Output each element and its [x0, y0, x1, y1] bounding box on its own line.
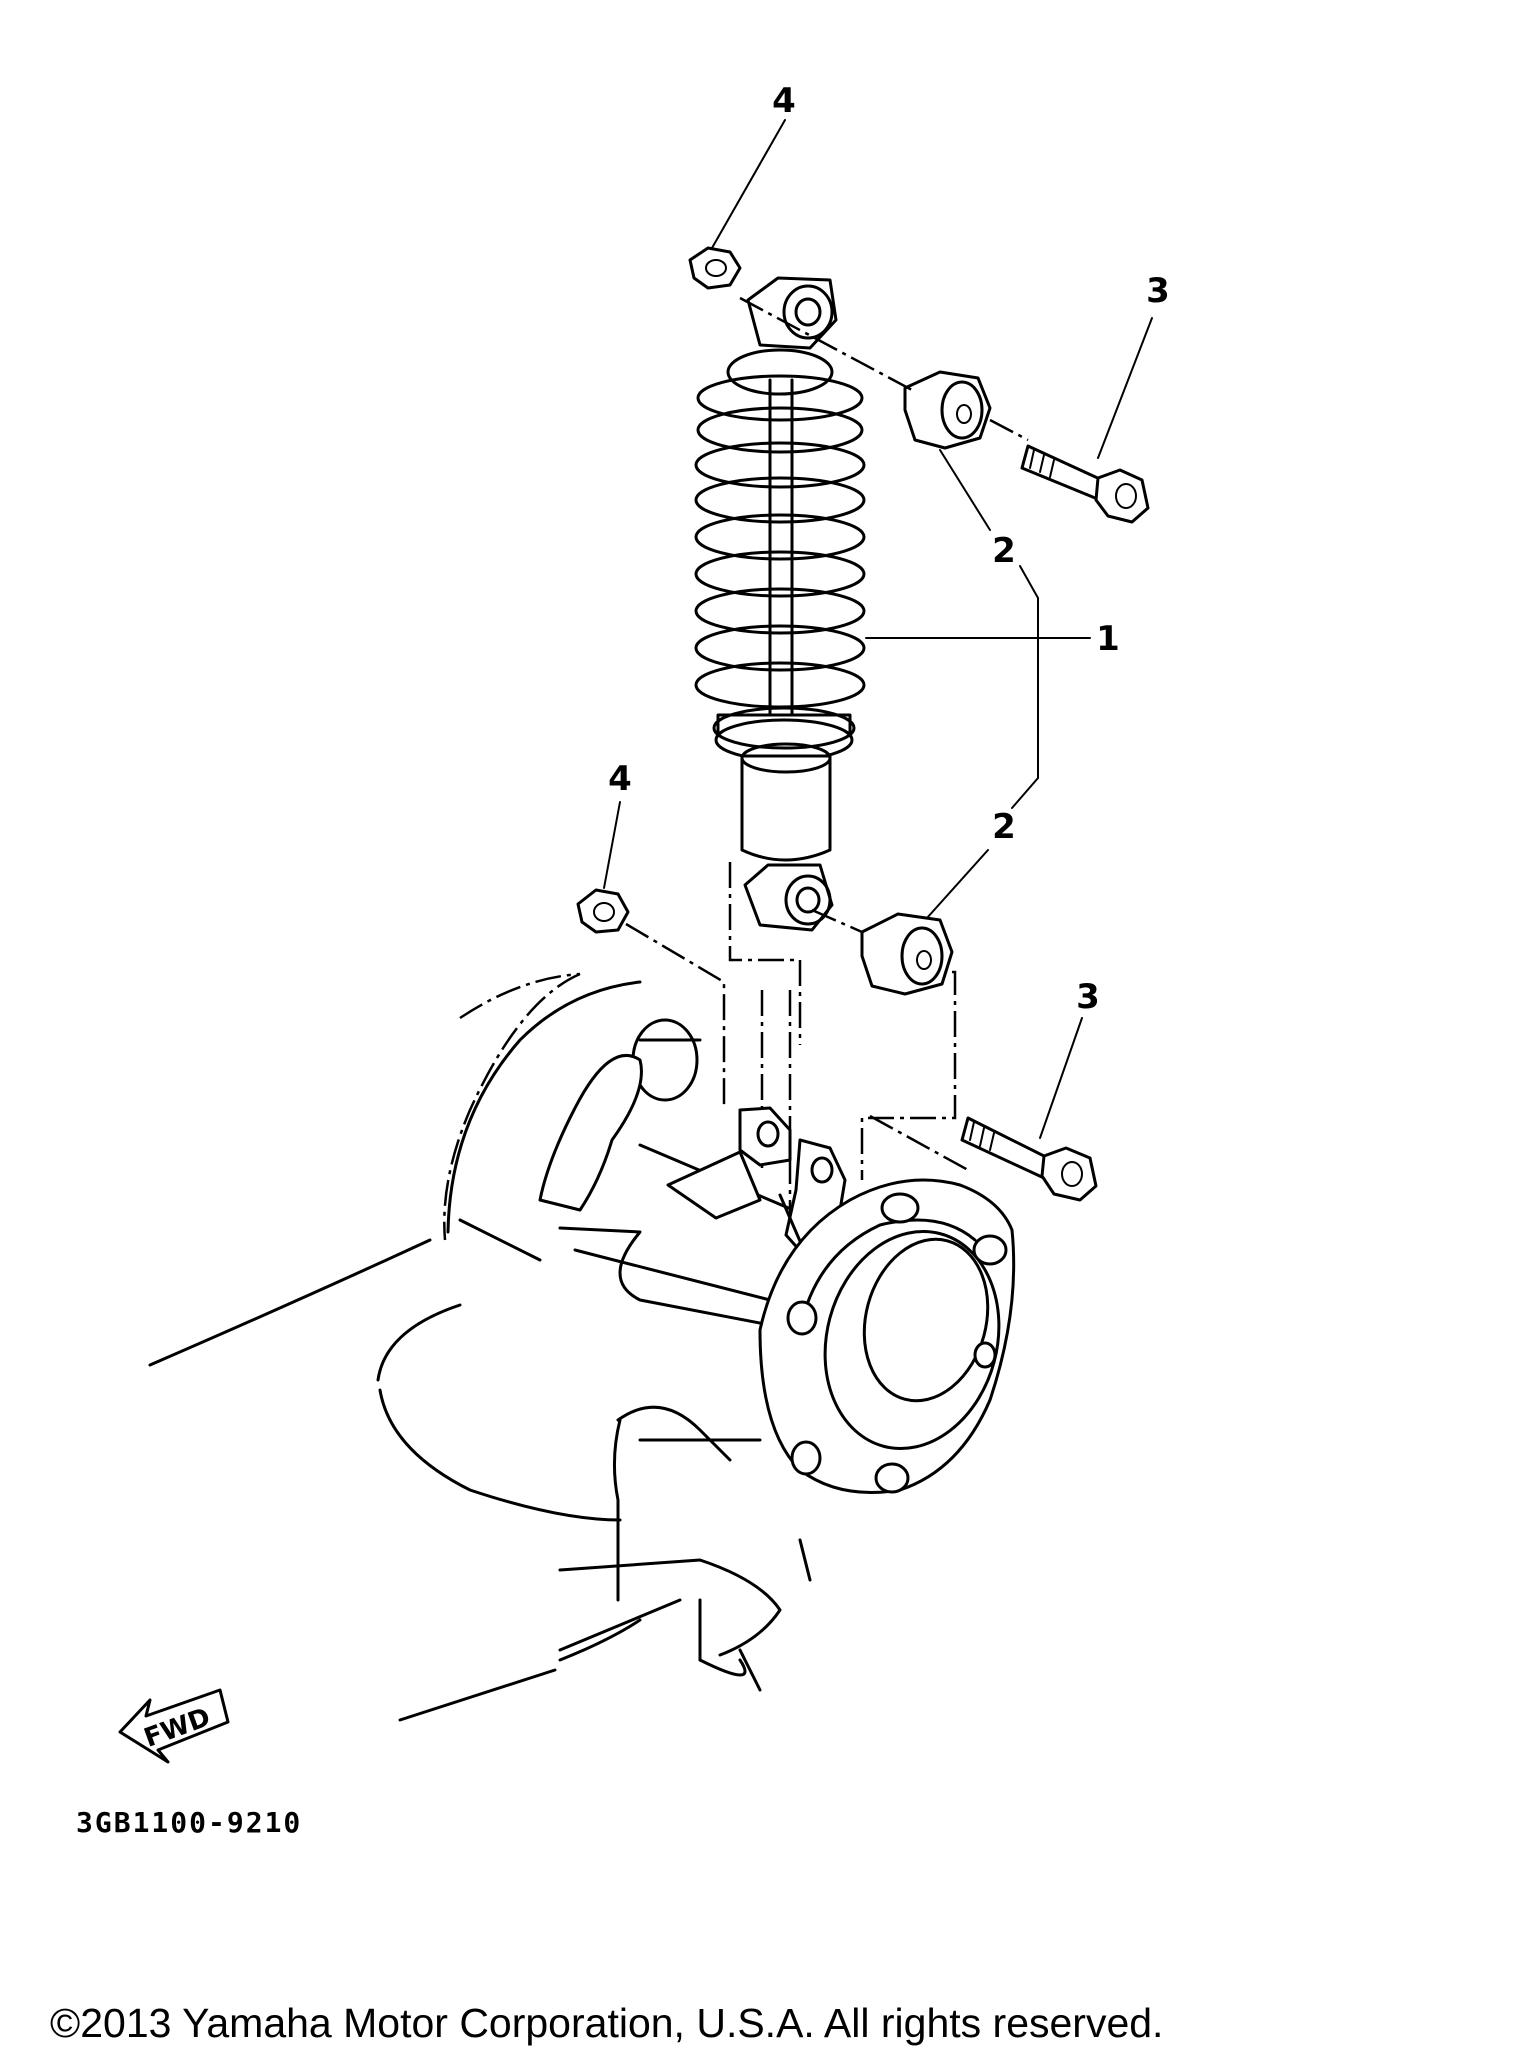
diagram-code: 3GB1100-9210: [76, 1806, 302, 1839]
lower-mount-axis: [625, 862, 969, 1232]
callout-lower-bushing: 2: [992, 807, 1016, 847]
wheel-hub: [758, 1178, 1016, 1494]
upper-nut-leader: [711, 119, 786, 249]
copyright-notice: ©2013 Yamaha Motor Corporation, U.S.A. A…: [50, 2000, 1164, 2046]
lower-bushing: [860, 912, 954, 996]
lower-bolt-leader: [1039, 1017, 1083, 1139]
callout-shock-absorber: 1: [1096, 619, 1120, 659]
bushing-bracket: [1011, 565, 1039, 809]
axle-housing: [148, 972, 847, 1722]
upper-bolt: [1020, 444, 1150, 524]
lower-nut-leader: [603, 801, 621, 889]
bushing-bracket-upper: [939, 449, 991, 531]
lower-bolt: [960, 1116, 1098, 1202]
callout-upper-bushing: 2: [992, 531, 1016, 571]
upper-mount-axis: [739, 296, 1029, 442]
shock-absorber: [694, 276, 866, 932]
fwd-arrow-icon: FWD: [118, 1688, 230, 1764]
callout-lower-nut: 4: [608, 759, 632, 799]
callout-upper-nut: 4: [772, 81, 796, 121]
upper-nut: [688, 246, 742, 290]
upper-bolt-leader: [1097, 317, 1153, 459]
bushing-bracket-lower: [917, 849, 989, 929]
upper-bushing: [903, 370, 992, 450]
callout-lower-bolt: 3: [1076, 977, 1100, 1017]
lower-nut: [576, 888, 630, 934]
shock-spring: [694, 374, 866, 709]
callout-upper-bolt: 3: [1146, 271, 1170, 311]
